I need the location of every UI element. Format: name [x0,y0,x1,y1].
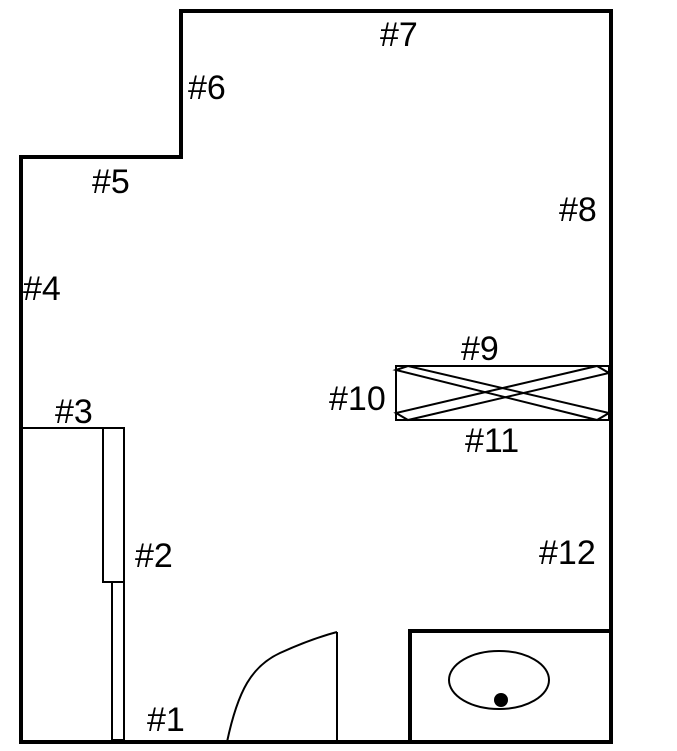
window-frame-outer [395,365,610,421]
wall-label-12: #12 [539,534,596,572]
wall-label-5: #5 [92,163,130,201]
wall-label-10: #10 [329,380,386,418]
wall-label-8: #8 [559,191,597,229]
wall-label-6: #6 [188,69,226,107]
window-x-band-a [392,364,612,422]
wall-label-9: #9 [461,330,499,368]
wall-label-3: #3 [55,393,93,431]
closet-door-lower [111,581,125,741]
toilet-bowl [448,650,550,710]
drain-dot [494,693,508,707]
wall-label-4: #4 [23,270,61,308]
window-x-band-b [393,364,612,422]
bath-box [408,629,613,744]
entry-door-swing [226,631,338,743]
wall-label-7: #7 [380,16,418,54]
wall-label-1: #1 [147,701,185,739]
wall-label-2: #2 [135,537,173,575]
closet-door-upper [102,427,125,583]
wall-label-11: #11 [465,422,519,460]
